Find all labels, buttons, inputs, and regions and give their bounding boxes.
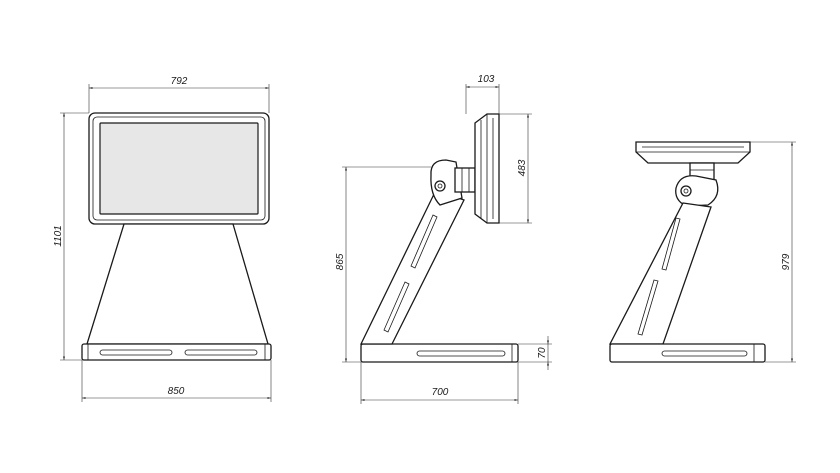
rear-monitor-top xyxy=(635,141,751,164)
side-arm-slot-lower xyxy=(383,281,410,333)
side-pivot-knob-center xyxy=(437,183,443,189)
dim-side-base-depth: 700 xyxy=(432,387,449,398)
front-base-slot-left xyxy=(99,349,173,356)
dim-front-height: 1101 xyxy=(53,225,64,247)
side-hinge-block xyxy=(454,167,476,193)
rear-arm-slot-lower xyxy=(637,279,659,336)
front-view: 792 1101 850 xyxy=(53,76,272,402)
front-base xyxy=(81,343,272,361)
dim-side-pivot-height: 865 xyxy=(335,253,346,270)
rear-arm-slot-upper xyxy=(661,217,681,271)
rear-base xyxy=(609,343,766,363)
front-monitor-bezel xyxy=(92,116,266,221)
dim-side-screen-height: 483 xyxy=(517,159,528,176)
dim-front-base-width: 850 xyxy=(168,386,185,397)
rear-arm xyxy=(608,202,712,345)
side-monitor-panel xyxy=(486,113,500,224)
side-base-slot xyxy=(416,350,506,357)
dim-side-base-thickness: 70 xyxy=(537,347,548,359)
front-base-slot-right xyxy=(184,349,258,356)
side-arm-slot-upper xyxy=(410,214,438,269)
rear-view: 979 xyxy=(608,141,796,363)
rear-base-slot xyxy=(661,350,748,357)
front-monitor-screen xyxy=(99,122,259,215)
side-view: 103 483 865 70 700 xyxy=(335,74,552,404)
rear-pivot-knob-center xyxy=(683,188,689,194)
rear-pivot-knob xyxy=(680,185,692,197)
side-base xyxy=(360,343,519,363)
side-pivot-knob xyxy=(434,180,446,192)
dim-side-depth: 103 xyxy=(478,74,495,85)
front-stand xyxy=(86,223,269,345)
dim-front-width-top: 792 xyxy=(171,76,188,87)
dim-rear-height: 979 xyxy=(781,253,792,270)
rear-pivot xyxy=(675,175,719,207)
